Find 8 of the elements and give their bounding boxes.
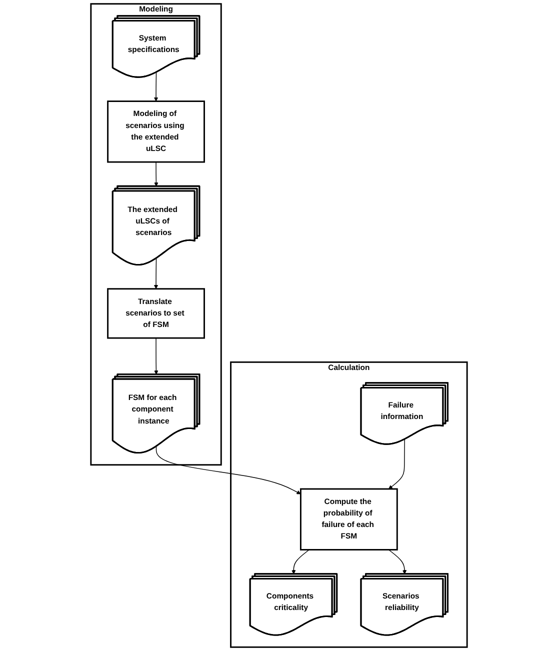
arrow: [156, 446, 301, 494]
arrow: [154, 162, 158, 187]
arrow: [154, 258, 158, 290]
arrow: [292, 549, 310, 574]
arrow: [388, 549, 407, 574]
arrow: [154, 338, 158, 375]
arrow: [388, 438, 405, 490]
arrow: [154, 72, 158, 102]
